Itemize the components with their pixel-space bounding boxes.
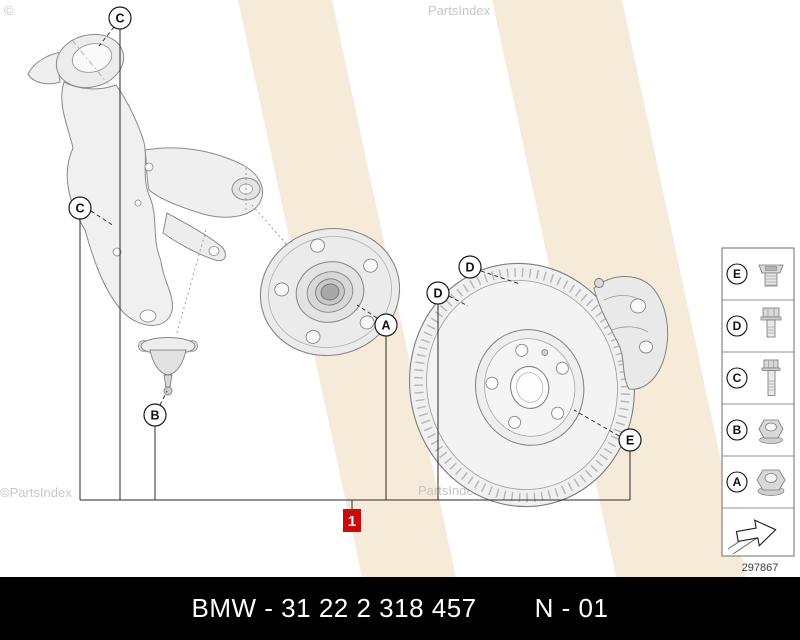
item-1-marker[interactable]: 1 [343,509,361,532]
footer-bar: BMW - 31 22 2 318 457 N - 01 [0,577,800,640]
watermark-bottom-left: ©PartsIndex [0,485,72,500]
legend-row-c: C [726,359,781,396]
legend-letter-d: D [733,319,742,333]
legend-row-e: E [726,263,784,287]
callout-label: E [626,434,634,448]
legend-row-b: B [726,419,784,444]
long-hex-bolt-icon [761,359,781,396]
diagram-number: 297867 [742,562,779,574]
callout-label: D [465,261,474,275]
callout-label: D [433,287,442,301]
caliper-carrier [593,275,669,390]
callout-label: B [150,409,159,423]
legend-letter-e: E [733,267,741,281]
steering-knuckle [27,33,263,337]
parts-diagram: © PartsIndex ©PartsIndex PartsIndex [0,0,795,577]
callout-d-lower[interactable]: D [426,281,450,305]
legend-panel: E D [721,247,795,557]
legend-letter-a: A [733,475,742,489]
callout-pointer-lines [90,26,620,437]
callout-b-balljoint[interactable]: B [143,403,167,427]
callout-e-disc[interactable]: E [618,428,642,452]
legend-row-a: A [726,469,786,496]
collar-nut-icon [756,469,786,496]
legend-row-d: D [726,307,782,338]
callout-label: A [381,319,390,333]
hex-nut-icon [758,419,784,444]
callout-a-hub[interactable]: A [374,313,398,337]
sealing-plug-icon [758,264,784,287]
callout-c-top[interactable]: C [108,6,132,30]
watermark-top-center: PartsIndex [428,3,491,18]
legend-letter-b: B [733,423,742,437]
ball-joint [138,337,198,396]
callout-label: C [75,202,84,216]
callout-d-upper[interactable]: D [458,255,482,279]
repair-kit-arrow-icon [727,519,777,555]
wheel-hub-bearing [259,227,401,357]
axis-dotted-line [251,204,289,247]
revision-code: N - 01 [534,593,609,623]
hex-bolt-icon [760,307,782,338]
legend-letter-c: C [733,371,742,385]
callout-c-left[interactable]: C [68,196,92,220]
callout-label: C [115,12,124,26]
leader-lines [79,29,631,509]
item-1-label: 1 [348,513,356,530]
watermark-top-left: © [4,3,14,18]
part-number: BMW - 31 22 2 318 457 [191,593,477,623]
